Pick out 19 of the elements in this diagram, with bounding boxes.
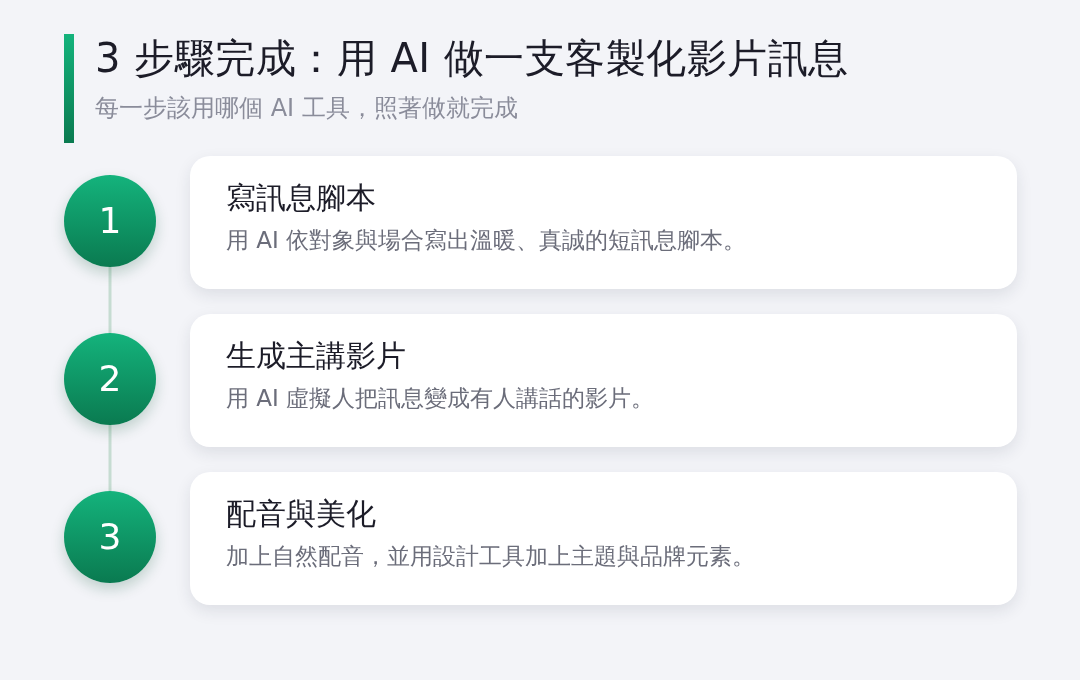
connector-line — [108, 267, 112, 333]
step-card — [190, 472, 1017, 605]
step-heading: 寫訊息腳本 — [226, 179, 376, 217]
step-circle — [64, 333, 156, 425]
step-circle — [64, 491, 156, 583]
step-number: 2 — [98, 359, 122, 399]
step-number: 3 — [98, 517, 122, 557]
step-card — [190, 156, 1017, 289]
connector-line — [108, 425, 112, 491]
title: 3 步驟完成：用 AI 做一支客製化影片訊息 — [95, 34, 849, 83]
step-number: 1 — [98, 201, 122, 241]
step-circle — [64, 175, 156, 267]
step-description: 用 AI 虛擬人把訊息變成有人講話的影片。 — [226, 384, 655, 413]
step-description: 用 AI 依對象與場合寫出溫暖、真誠的短訊息腳本。 — [226, 226, 747, 255]
step-heading: 生成主講影片 — [226, 337, 406, 375]
step-description: 加上自然配音，並用設計工具加上主題與品牌元素。 — [226, 542, 755, 571]
subtitle: 每一步該用哪個 AI 工具，照著做就完成 — [95, 93, 518, 124]
step-heading: 配音與美化 — [226, 495, 376, 533]
step-card — [190, 314, 1017, 447]
